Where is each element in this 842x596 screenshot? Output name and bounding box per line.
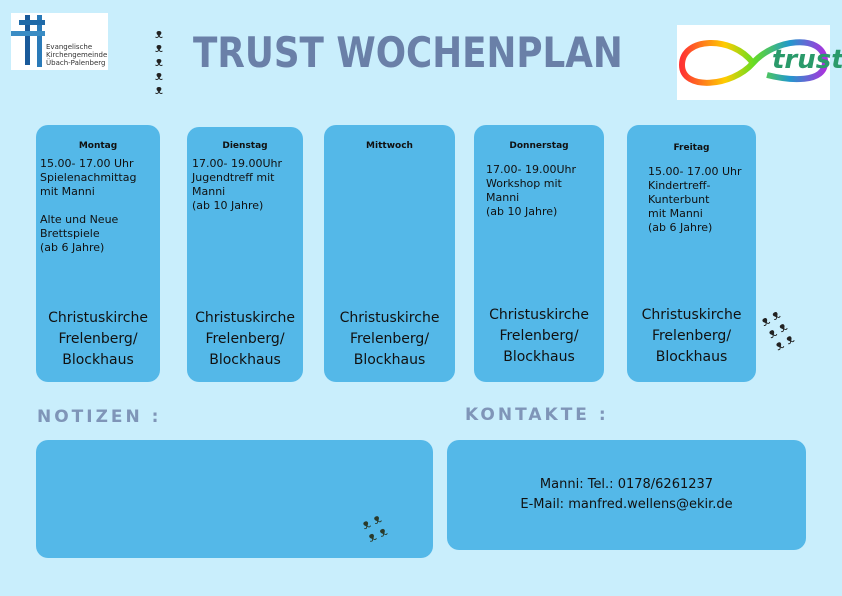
notes-label: NOTIZEN : — [37, 407, 162, 427]
day-location: Christuskirche Frelenberg/ Blockhaus — [489, 307, 589, 365]
day-name: Dienstag — [222, 141, 268, 151]
day-description: 17.00- 19.00Uhr Workshop mit Manni (ab 1… — [486, 163, 576, 218]
logo-line: Evangelische — [46, 43, 93, 51]
day-description: 15.00- 17.00 Uhr Spielenachmittag mit Ma… — [40, 157, 137, 254]
contact-phone: Manni: Tel.: 0178/6261237 — [539, 477, 714, 492]
day-card-wednesday: Mittwoch Christuskirche Frelenberg/ Bloc… — [324, 125, 455, 382]
day-location: Christuskirche Frelenberg/ Blockhaus — [641, 307, 742, 365]
contacts-box: Manni: Tel.: 0178/6261237 E-Mail: manfre… — [447, 440, 806, 550]
day-description: 15.00- 17.00 Uhr Kindertreff- Kunterbunt… — [648, 165, 742, 234]
day-card-thursday: Donnerstag 17.00- 19.00Uhr Workshop mit … — [474, 125, 604, 382]
day-name: Mittwoch — [366, 141, 413, 151]
day-name: Freitag — [673, 143, 710, 153]
cross-icon — [11, 15, 49, 67]
trust-logo-text: trust — [772, 45, 842, 75]
contacts-label: KONTAKTE : — [465, 405, 609, 425]
notes-box[interactable] — [36, 440, 433, 558]
day-card-tuesday: Dienstag 17.00- 19.00Uhr Jugendtreff mit… — [187, 127, 303, 382]
day-location: Christuskirche Frelenberg/ Blockhaus — [339, 310, 440, 368]
day-location: Christuskirche Frelenberg/ Blockhaus — [48, 310, 148, 368]
day-name: Donnerstag — [509, 141, 569, 151]
day-description: 17.00- 19.00Uhr Jugendtreff mit Manni (a… — [192, 157, 282, 212]
trust-logo: trust — [677, 25, 842, 100]
logo-line: Übach-Palenberg — [46, 59, 106, 67]
day-card-friday: Freitag 15.00- 17.00 Uhr Kindertreff- Ku… — [627, 125, 756, 382]
day-location: Christuskirche Frelenberg/ Blockhaus — [195, 310, 295, 368]
page-title: TRUST WOCHENPLAN — [193, 28, 623, 77]
day-name: Montag — [78, 141, 118, 151]
logo-line: Kirchengemeinde — [46, 51, 108, 59]
church-logo: Evangelische Kirchengemeinde Übach-Palen… — [11, 13, 108, 70]
day-card-monday: Montag 15.00- 17.00 Uhr Spielenachmittag… — [36, 125, 160, 382]
contact-email[interactable]: E-Mail: manfred.wellens@ekir.de — [520, 497, 733, 512]
